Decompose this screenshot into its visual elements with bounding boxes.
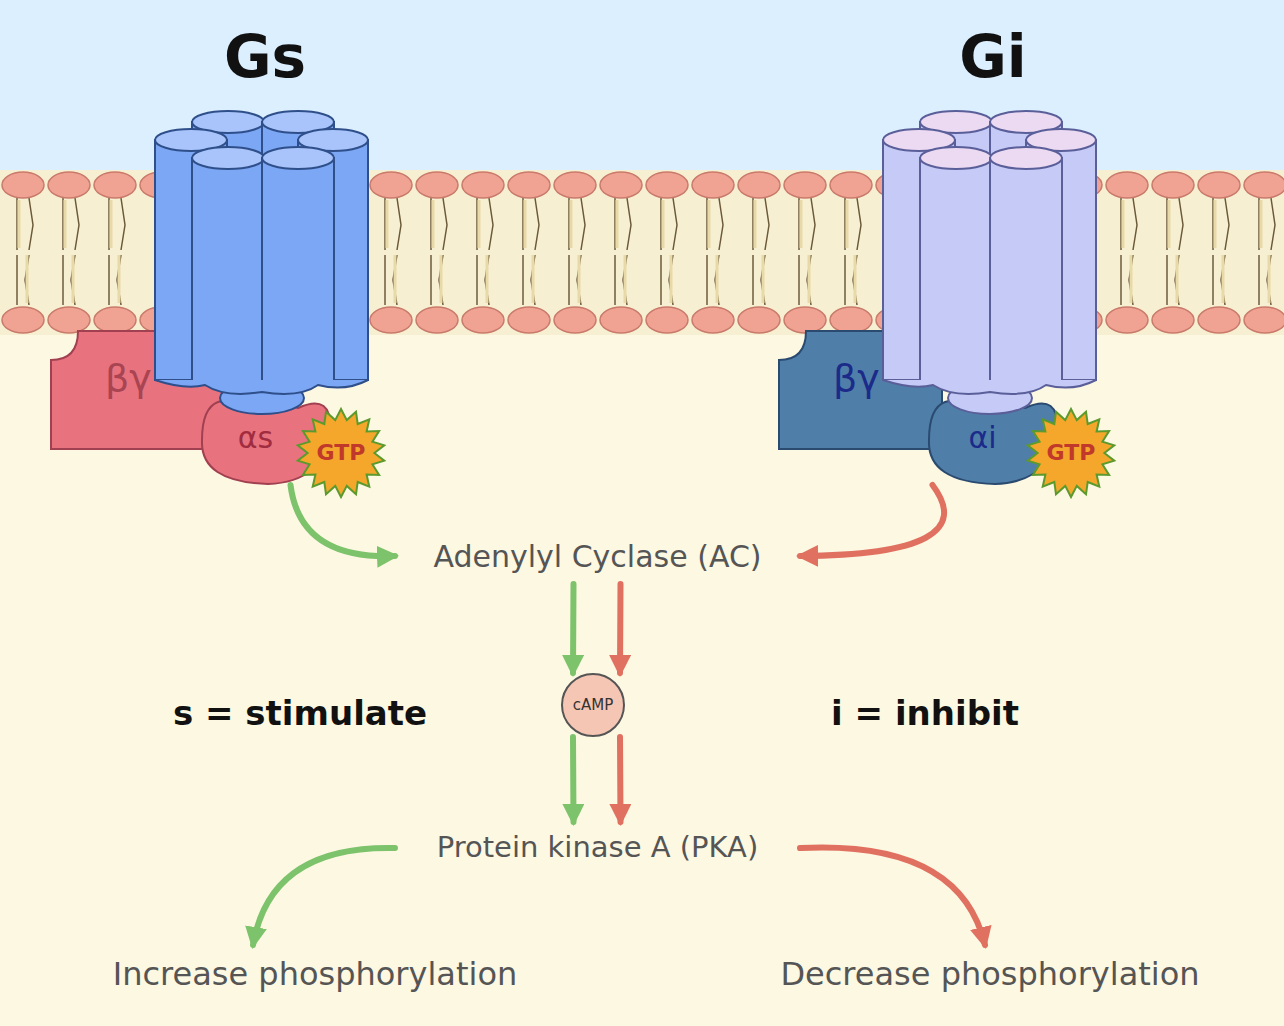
gtp-badge: GTP	[296, 408, 386, 498]
node-text: GTP	[1047, 441, 1096, 465]
node-text: Decrease phosphorylation	[780, 957, 1199, 992]
receptor-heading: Gs	[170, 15, 360, 100]
extracellular-space	[0, 0, 1284, 185]
signal-arrow	[253, 848, 395, 945]
node-text: GTP	[317, 441, 366, 465]
node-text: αs	[238, 421, 273, 454]
outcome-label: Increase phosphorylation	[60, 945, 570, 1005]
enzyme-label: Protein kinase A (PKA)	[395, 822, 800, 874]
node-text: Gi	[959, 26, 1027, 90]
gtp-badge: GTP	[1026, 408, 1116, 498]
node-text: Increase phosphorylation	[113, 957, 518, 992]
gs-receptor	[155, 111, 368, 414]
signal-arrow	[617, 584, 624, 673]
node-text: αi	[968, 421, 996, 454]
node-text: βγ	[833, 358, 880, 400]
node-text: Gs	[224, 26, 306, 90]
signal-arrow	[800, 485, 944, 556]
lipid-bilayer	[0, 170, 1284, 335]
membrane-core	[0, 170, 1284, 335]
legend-note: s = stimulate	[140, 685, 460, 740]
gi-receptor	[883, 111, 1096, 414]
signal-arrow	[291, 485, 396, 556]
beta-gamma-subunit: βγ	[50, 330, 225, 450]
node-text: Adenylyl Cyclase (AC)	[433, 540, 761, 573]
outcome-label: Decrease phosphorylation	[740, 945, 1240, 1005]
legend-note: i = inhibit	[790, 685, 1060, 740]
node-text: βγ	[105, 358, 152, 400]
second-messenger-circle: cAMP	[561, 673, 625, 737]
node-text: cAMP	[573, 697, 614, 714]
node-text: Protein kinase A (PKA)	[437, 832, 759, 864]
beta-gamma-subunit: βγ	[778, 330, 943, 450]
signal-arrow	[570, 737, 577, 822]
signal-arrow	[570, 584, 577, 673]
signal-arrow	[800, 847, 985, 945]
receptor-heading: Gi	[898, 15, 1088, 100]
enzyme-label: Adenylyl Cyclase (AC)	[395, 528, 800, 584]
signal-arrow	[617, 737, 624, 822]
